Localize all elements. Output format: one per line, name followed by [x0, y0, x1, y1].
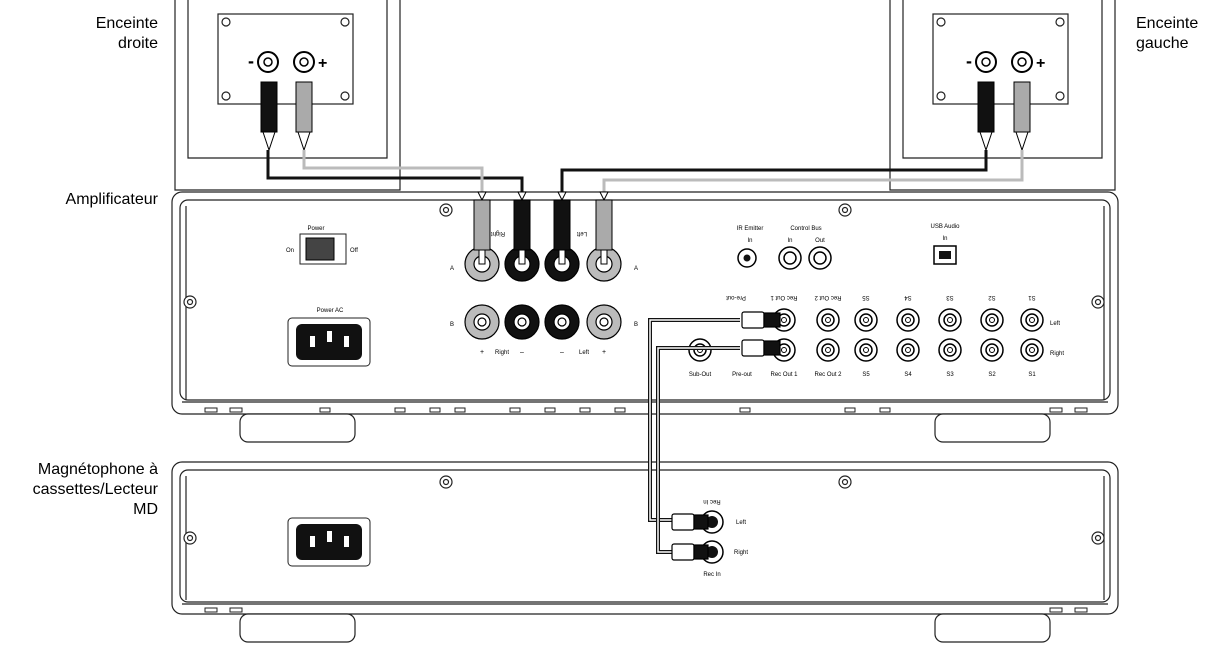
left-flipped-label: Left — [577, 230, 587, 236]
terminal-a-right: A — [634, 266, 638, 272]
right-speaker — [174, 0, 401, 191]
jack-top-label: Rec Out 2 — [814, 294, 842, 300]
control-bus-label: Control Bus — [790, 226, 821, 232]
usb-audio: USB Audio In — [930, 224, 960, 265]
rca-jack — [1020, 338, 1044, 362]
rca-jack — [816, 308, 840, 332]
jack-bottom-label: Rec Out 2 — [814, 372, 842, 378]
power-on-label: On — [286, 248, 294, 254]
ir-emitter-label: IR Emitter — [737, 226, 764, 232]
amp-power-socket: Power AC — [287, 308, 371, 367]
jack-top-label: S5 — [862, 294, 870, 300]
jack-top-label: Pre-out — [726, 294, 746, 300]
plus-right: + — [480, 349, 484, 356]
label-tape-deck: Magnétophone à cassettes/Lecteur MD — [32, 461, 158, 518]
jack-top-label: S2 — [988, 294, 996, 300]
amplifier-feet — [239, 413, 1051, 443]
svg-text:+: + — [318, 55, 327, 72]
jack-bottom-label: S3 — [946, 372, 954, 378]
jack-bottom-label: S4 — [904, 372, 912, 378]
left-speaker-terminals: - + — [966, 51, 1045, 152]
rca-jack — [854, 338, 878, 362]
rca-jack — [938, 338, 962, 362]
power-off-label: Off — [350, 248, 358, 254]
amplifier-screws — [183, 203, 1105, 309]
rca-jack — [816, 338, 840, 362]
tape-power-socket — [287, 517, 371, 567]
rec-in-bottom-label: Rec In — [703, 572, 720, 578]
cb-in-label: In — [787, 238, 792, 244]
rca-plugs — [671, 311, 781, 561]
right-flipped-label: Right — [491, 230, 505, 236]
jack-top-label: S3 — [946, 294, 954, 300]
jack-top-labels: Pre-out Rec Out 1 Rec Out 2 S5 S4 S3 S2 S1 — [726, 294, 1036, 300]
plus-left: + — [602, 349, 606, 356]
rca-jack — [896, 308, 920, 332]
rec-in-top-label: Rec In — [703, 498, 720, 504]
tape-left-label: Left — [736, 520, 746, 526]
row-right-label: Right — [1050, 351, 1064, 357]
rca-jack — [980, 308, 1004, 332]
tape-rec-in: Rec In Left Right Rec In — [700, 498, 748, 578]
right-speaker-terminals: - + — [248, 51, 327, 152]
jack-bottom-label: S5 — [862, 372, 870, 378]
rca-jack — [1020, 308, 1044, 332]
binding-posts-a: A A Right Left — [450, 191, 638, 282]
jack-top-label: S1 — [1028, 294, 1036, 300]
rca-jack — [854, 308, 878, 332]
jack-top-label: Rec Out 1 — [770, 294, 798, 300]
svg-text:-: - — [966, 51, 972, 71]
ir-in-label: In — [747, 238, 752, 244]
jack-bottom-label: S2 — [988, 372, 996, 378]
label-left-speaker: Enceinte gauche — [1136, 15, 1199, 52]
terminal-b-left: B — [450, 322, 454, 328]
right-label: Right — [495, 350, 509, 356]
jack-top-label: S4 — [904, 294, 912, 300]
cb-out-label: Out — [815, 238, 825, 244]
tape-deck-feet — [239, 613, 1051, 643]
left-speaker — [889, 0, 1116, 191]
svg-text:+: + — [1036, 55, 1045, 72]
rca-jack-rows — [688, 308, 1044, 362]
jack-bottom-label: Sub-Out — [689, 372, 712, 378]
label-amplifier: Amplificateur — [65, 191, 158, 208]
minus-right: – — [520, 349, 524, 356]
usb-in-label: In — [942, 236, 947, 242]
ir-control-bus: IR Emitter In Control Bus In Out — [737, 226, 832, 270]
binding-posts-b: B B + Right – – Left + — [450, 304, 638, 356]
jack-bottom-label: Rec Out 1 — [770, 372, 798, 378]
rca-jack — [938, 308, 962, 332]
power-ac-label: Power AC — [317, 308, 344, 314]
amp-bottom-detail — [204, 407, 1088, 413]
minus-left: – — [560, 349, 564, 356]
rca-jack — [980, 338, 1004, 362]
jack-bottom-label: Pre-out — [732, 372, 752, 378]
tape-deck-screws — [183, 475, 1105, 545]
label-right-speaker: Enceinte droite — [95, 15, 158, 52]
tape-deck-bottom-detail — [204, 607, 1088, 613]
tape-right-label: Right — [734, 550, 748, 556]
usb-audio-label: USB Audio — [930, 224, 960, 230]
speaker-cables — [266, 150, 1024, 192]
svg-text:-: - — [248, 51, 254, 71]
terminal-b-right: B — [634, 322, 638, 328]
power-switch: Power On Off — [286, 226, 358, 265]
left-label: Left — [579, 350, 589, 356]
row-left-label: Left — [1050, 321, 1060, 327]
tape-deck-body — [171, 461, 1119, 615]
jack-bottom-labels: Sub-Out Pre-out Rec Out 1 Rec Out 2 S5 S4 S3 S2… — [689, 372, 1037, 378]
power-label: Power — [307, 226, 324, 232]
terminal-a-left: A — [450, 266, 454, 272]
jack-bottom-label: S1 — [1028, 372, 1036, 378]
rca-jack — [896, 338, 920, 362]
